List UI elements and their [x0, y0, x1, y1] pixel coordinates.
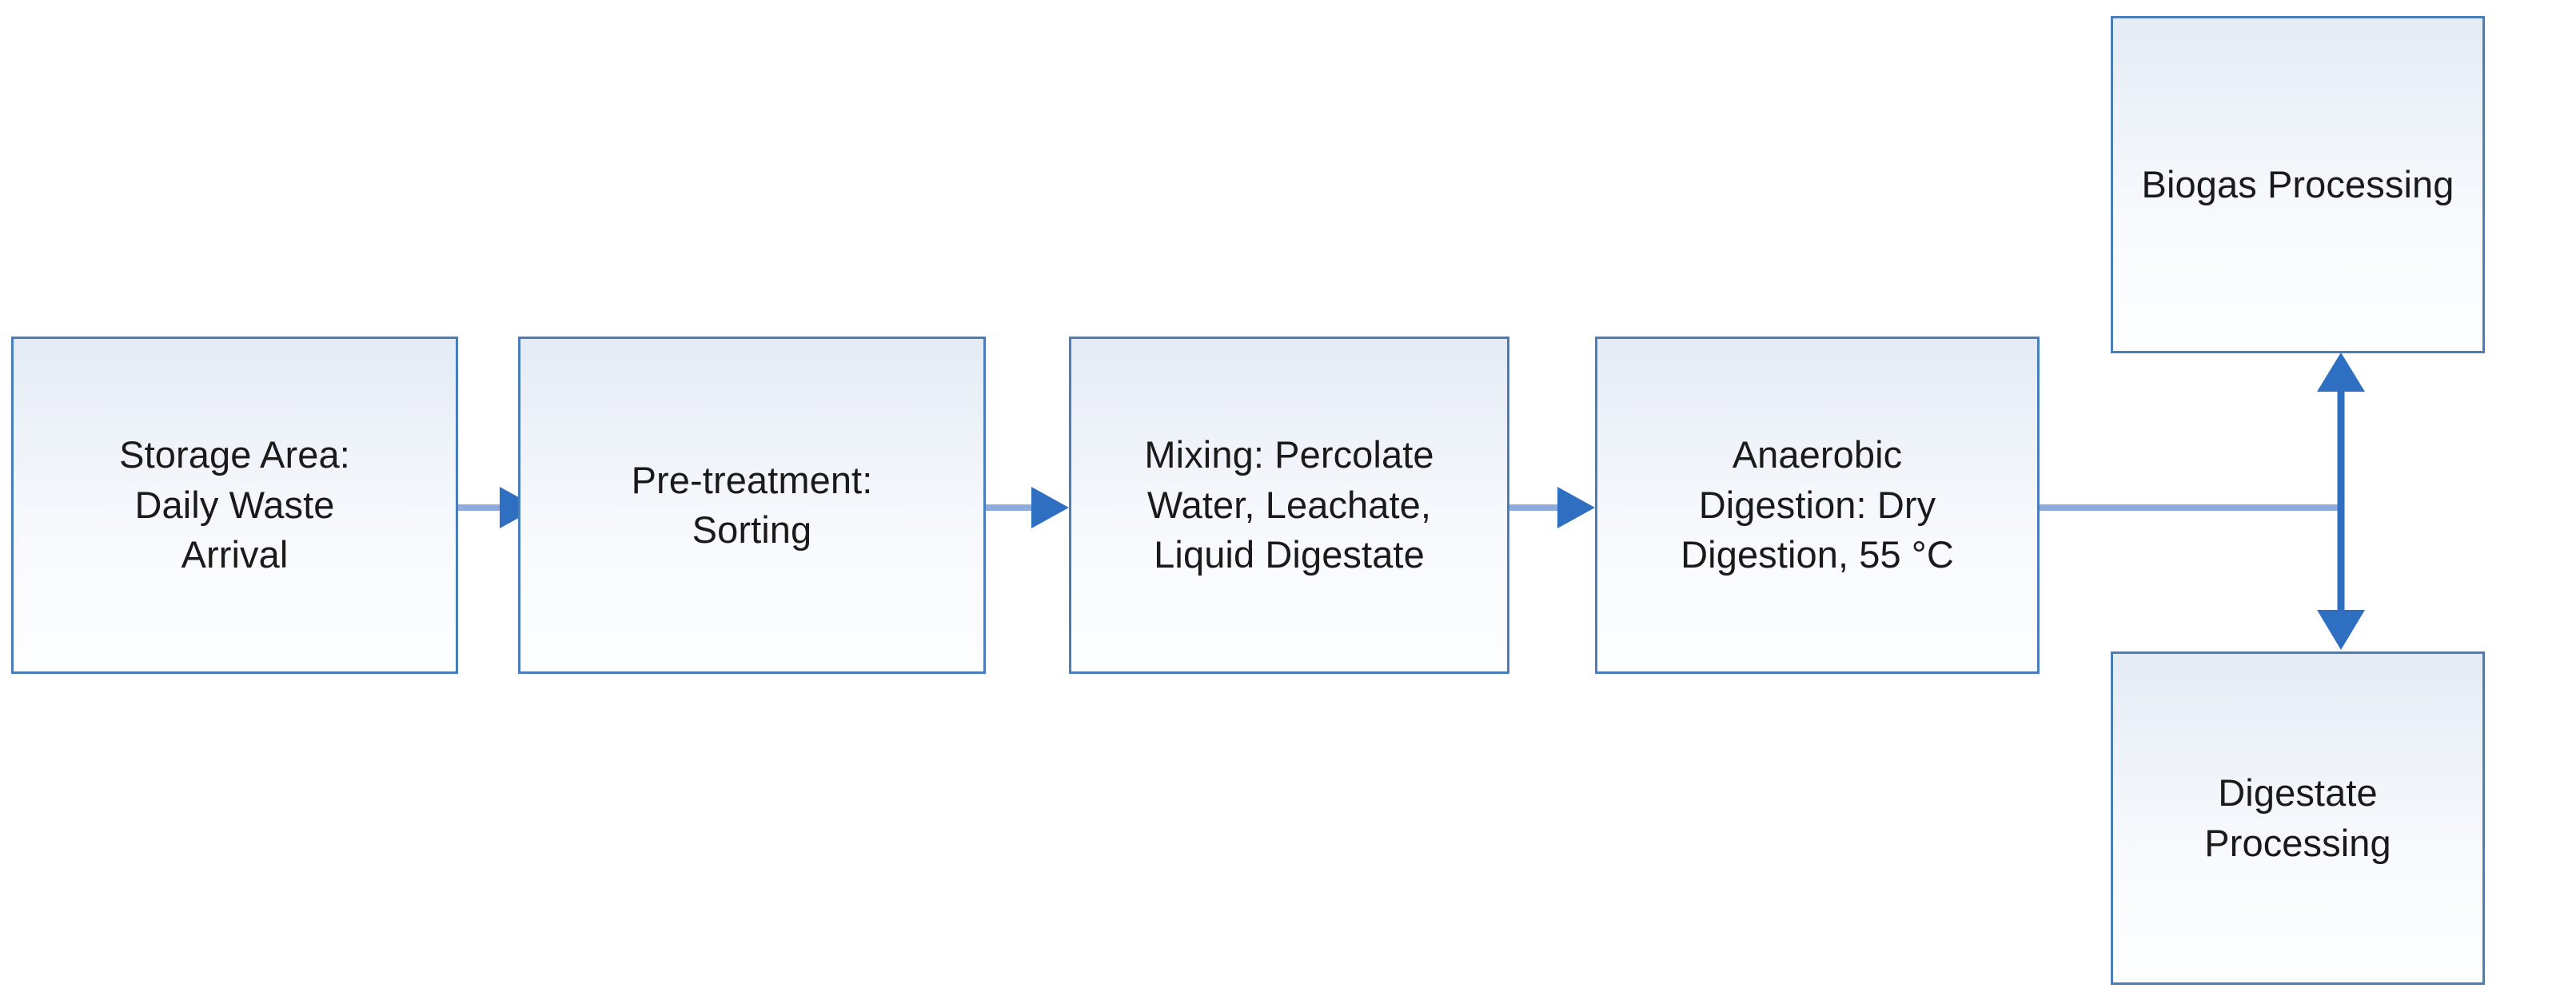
- edge-split-to-biogas: [2317, 353, 2365, 508]
- node-mixing[interactable]: Mixing: Percolate Water, Leachate, Liqui…: [1069, 337, 1509, 674]
- node-label-digestate-processing: Digestate Processing: [2204, 771, 2391, 864]
- node-digestate-processing[interactable]: Digestate Processing: [2111, 651, 2485, 985]
- node-label-anaerobic-digestion: Anaerobic Digestion: Dry Digestion, 55 °…: [1681, 433, 1954, 576]
- node-storage-area[interactable]: Storage Area: Daily Waste Arrival: [11, 337, 458, 674]
- node-label-pre-treatment: Pre-treatment: Sorting: [631, 458, 873, 552]
- edge-pretreatment-to-mixing: [986, 487, 1069, 528]
- node-label-biogas-processing: Biogas Processing: [2141, 162, 2454, 205]
- node-label-storage-area: Storage Area: Daily Waste Arrival: [119, 433, 350, 576]
- edge-mixing-to-digestion: [1509, 487, 1595, 528]
- edge-split-to-digestate: [2317, 508, 2365, 650]
- node-anaerobic-digestion[interactable]: Anaerobic Digestion: Dry Digestion, 55 °…: [1595, 337, 2040, 674]
- node-biogas-processing[interactable]: Biogas Processing: [2111, 16, 2485, 353]
- node-pre-treatment[interactable]: Pre-treatment: Sorting: [518, 337, 986, 674]
- node-label-mixing: Mixing: Percolate Water, Leachate, Liqui…: [1144, 433, 1434, 576]
